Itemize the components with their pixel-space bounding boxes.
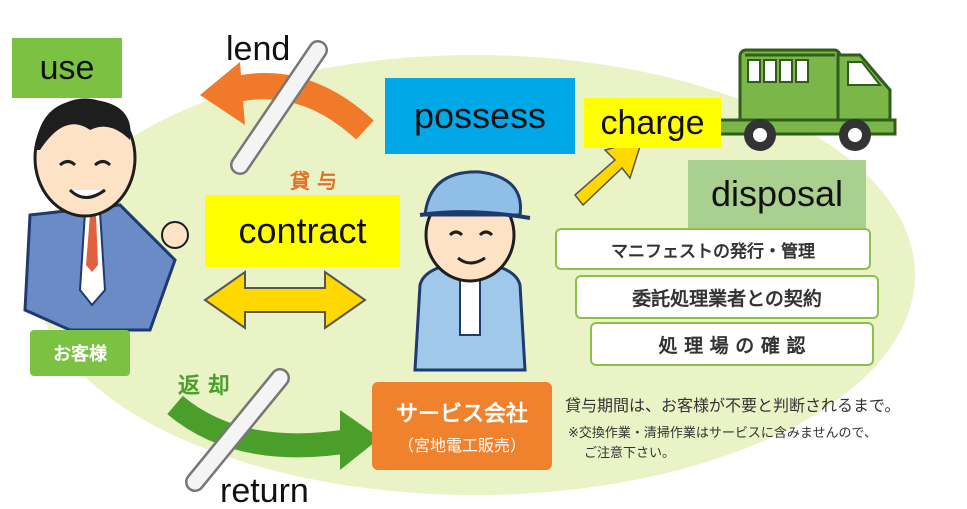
truck-icon [713, 48, 897, 151]
label-possess: possess [385, 78, 575, 154]
duty-box-site: 処 理 場 の 確 認 [590, 322, 874, 366]
label-charge: charge [584, 98, 721, 148]
customer-figure [23, 98, 189, 332]
duty-manifest-text: マニフェストの発行・管理 [611, 241, 815, 262]
duty-box-manifest: マニフェストの発行・管理 [555, 228, 871, 270]
label-disposal: disposal [688, 160, 866, 228]
return-arrow [167, 395, 380, 470]
customer-label: お客様 [53, 344, 107, 365]
service-company-label: サービス会社 [395, 402, 528, 427]
label-lend: lend [226, 30, 291, 68]
duty-box-contract: 委託処理業者との契約 [575, 275, 879, 319]
service-company-box: サービス会社 （宮地電工販売） [372, 382, 552, 470]
note-exclusion: ※交換作業・清掃作業はサービスに含みませんので、 [568, 426, 877, 441]
duty-contract-text: 委託処理業者との契約 [632, 287, 822, 310]
note-caution: ご注意下さい。 [584, 446, 676, 461]
duty-site-text: 処 理 場 の 確 認 [658, 334, 806, 357]
charge-arrow [573, 138, 644, 207]
fluorescent-tube-icon [185, 368, 290, 492]
company-name-label: （宮地電工販売） [397, 436, 526, 455]
label-use: use [12, 38, 122, 98]
return-jp-label: 返 却 [178, 374, 230, 399]
label-return: return [220, 472, 309, 509]
contract-double-arrow [203, 270, 367, 330]
note-lease-period: 貸与期間は、お客様が不要と判断されるまで。 [565, 396, 901, 415]
customer-badge: お客様 [30, 330, 130, 376]
service-worker-figure [413, 170, 531, 372]
fluorescent-tube-icon [230, 40, 328, 175]
label-contract: contract [205, 195, 400, 267]
lend-jp-label: 貸 与 [290, 169, 337, 193]
